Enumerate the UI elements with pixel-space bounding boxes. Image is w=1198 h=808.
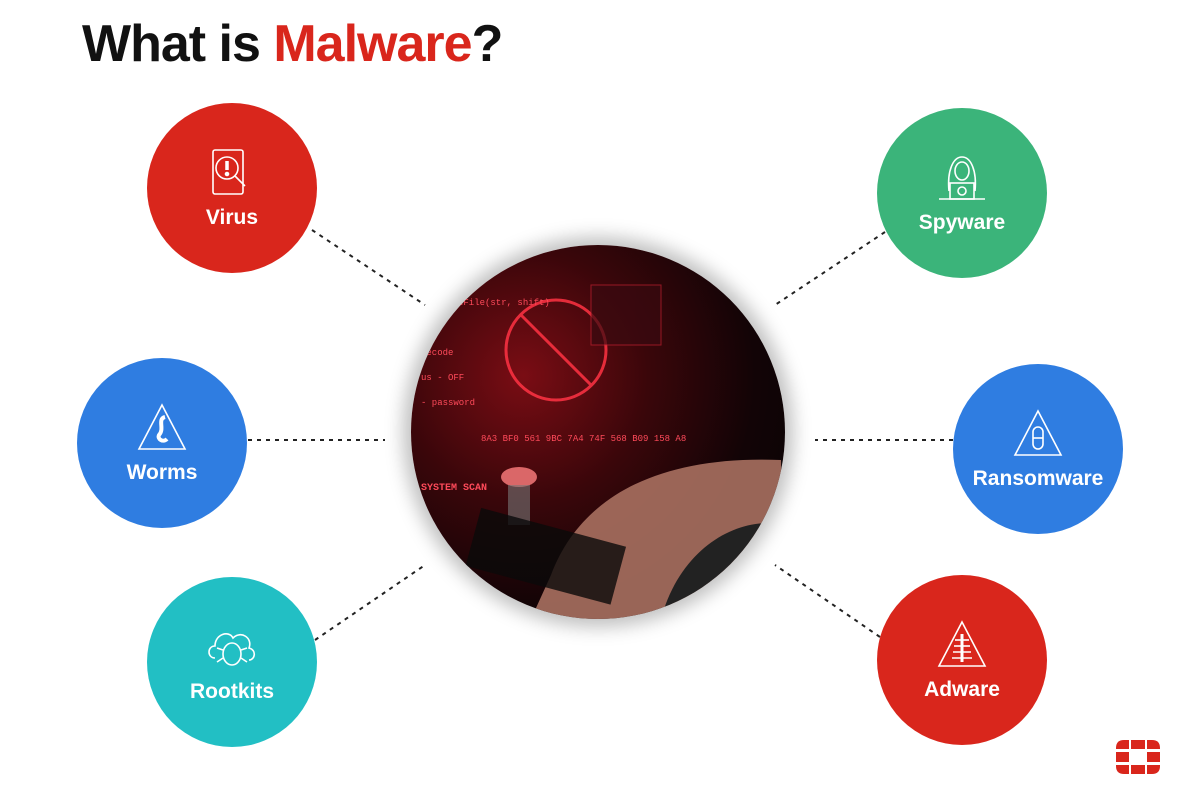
svg-text:us - OFF: us - OFF xyxy=(421,373,464,383)
svg-text:decode: decode xyxy=(421,348,453,358)
node-virus: Virus xyxy=(147,103,317,273)
node-spyware: Spyware xyxy=(877,108,1047,278)
keyboard xyxy=(465,507,627,605)
lamp-glow xyxy=(501,467,537,487)
center-hacker-image: encodeFile(str, shift) decode us - OFF -… xyxy=(411,245,785,619)
crossed-bug-symbol xyxy=(504,298,608,402)
node-label: Ransomware xyxy=(972,467,1104,490)
connector-spyware xyxy=(774,231,886,306)
scan-text: SYSTEM SCAN xyxy=(421,483,487,494)
title-suffix: ? xyxy=(471,15,504,73)
connector-virus xyxy=(311,229,426,306)
node-label: Adware xyxy=(924,678,1000,701)
svg-text:encodeFile(str, shift): encodeFile(str, shift) xyxy=(431,298,550,308)
screen-panel xyxy=(590,284,662,346)
pill-warning-icon xyxy=(1013,409,1063,456)
document-alert-magnifier-icon xyxy=(212,149,246,195)
connector-adware xyxy=(774,564,881,638)
node-label: Worms xyxy=(126,461,198,484)
fortinet-logo xyxy=(1116,740,1160,774)
title-prefix: What is xyxy=(82,15,274,73)
node-ransomware: Ransomware xyxy=(953,364,1123,534)
node-label: Rootkits xyxy=(190,680,274,703)
bug-cloud-icon xyxy=(208,633,256,666)
centipede-warning-icon xyxy=(937,620,987,667)
node-worms: Worms xyxy=(77,358,247,528)
hooded-hacker-icon xyxy=(939,156,985,200)
lamp-post xyxy=(508,485,530,525)
svg-text:- password: - password xyxy=(421,398,475,408)
hex-readout: 8A3 BF0 561 9BC 7A4 74F 568 B09 158 A8 xyxy=(481,434,686,444)
page-title: What is Malware? xyxy=(82,14,504,74)
connector-rootkits xyxy=(314,564,426,641)
node-label: Spyware xyxy=(918,211,1006,234)
hacker-screen-illustration: encodeFile(str, shift) decode us - OFF -… xyxy=(421,284,785,619)
node-label: Virus xyxy=(205,206,259,229)
title-accent: Malware xyxy=(273,15,472,73)
node-rootkits: Rootkits xyxy=(147,577,317,747)
worm-warning-icon xyxy=(137,403,187,450)
node-adware: Adware xyxy=(877,575,1047,745)
